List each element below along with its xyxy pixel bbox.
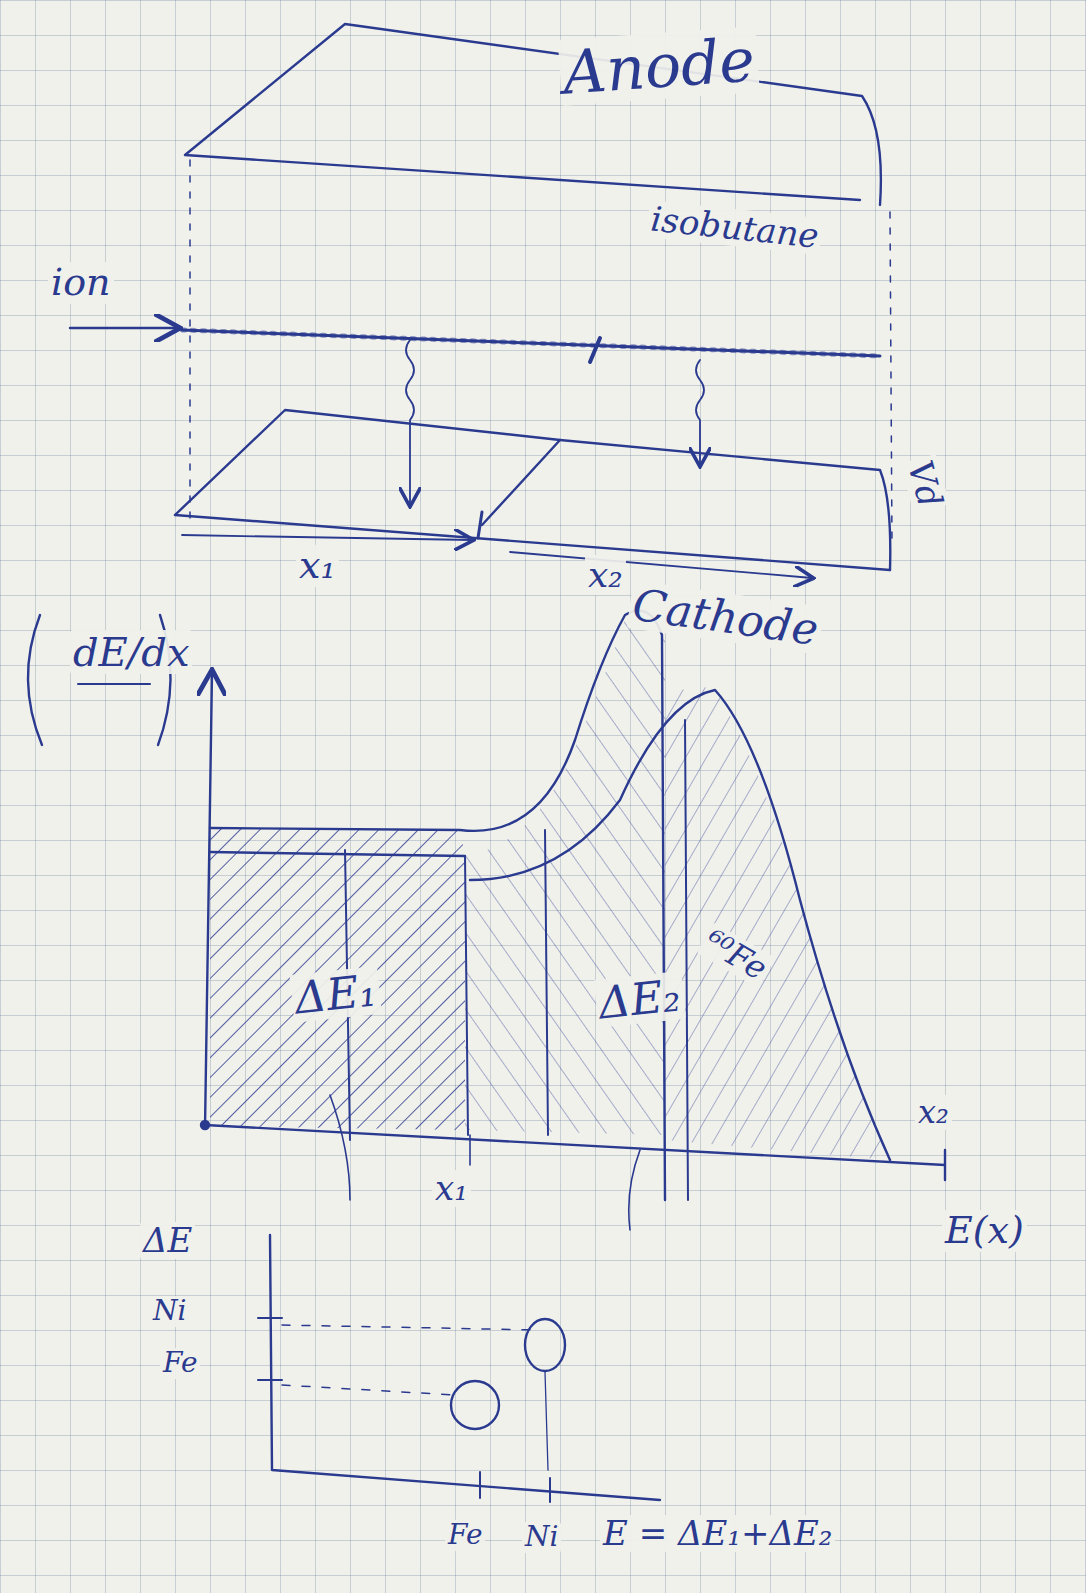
handwritten-label: x₂ (585, 555, 626, 595)
handwritten-label: ΔE (140, 1222, 195, 1259)
handwritten-label: isobutane (646, 200, 823, 255)
handwritten-label: x₁ (432, 1170, 471, 1207)
handwritten-label: ion (48, 262, 114, 304)
handwritten-label: Anode (558, 26, 760, 106)
handwritten-label: x₂ (915, 1095, 952, 1130)
handwritten-label: E = ΔE₁+ΔE₂ (600, 1515, 835, 1552)
handwritten-label: Ni (150, 1296, 189, 1327)
handwritten-label: E(x) (942, 1210, 1027, 1252)
handwritten-label: dE/dx (70, 630, 192, 674)
handwritten-label: Fe (445, 1520, 485, 1551)
handwritten-label: Ni (522, 1522, 561, 1553)
handwritten-label: Vd (900, 454, 950, 514)
handwritten-label: ΔE₂ (593, 971, 685, 1028)
handwritten-label: x₁ (296, 545, 339, 587)
handwritten-label: ΔE₁ (289, 966, 381, 1023)
handwritten-label: Fe (160, 1348, 200, 1379)
